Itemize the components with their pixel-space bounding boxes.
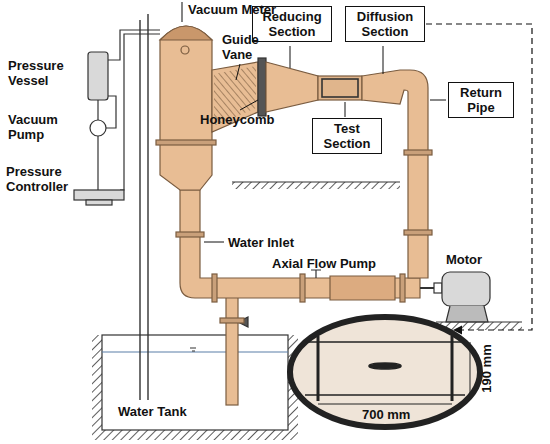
part-label: Vacuum Pump: [8, 112, 68, 142]
part-label: Vacuum Meter: [188, 2, 276, 17]
section-box: Test Section: [312, 118, 382, 154]
dimension-label: 190 mm: [478, 344, 493, 392]
box-text: Diffusion Section: [350, 9, 420, 39]
section-box: Return Pipe: [448, 82, 514, 118]
box-text: Test Section: [317, 121, 377, 151]
part-label: Honeycomb: [200, 112, 274, 127]
section-box: Diffusion Section: [345, 6, 425, 42]
part-label: Water Tank: [118, 404, 187, 419]
dimension-label: 700 mm: [362, 407, 410, 422]
box-text: Return Pipe: [453, 85, 509, 115]
part-label: Water Inlet: [228, 235, 294, 250]
part-label: Motor: [446, 252, 482, 267]
part-label: Axial Flow Pump: [272, 256, 376, 271]
part-label: Pressure Vessel: [8, 58, 78, 88]
part-label: Pressure Controller: [6, 164, 76, 194]
part-label: Guide Vane: [222, 32, 268, 62]
